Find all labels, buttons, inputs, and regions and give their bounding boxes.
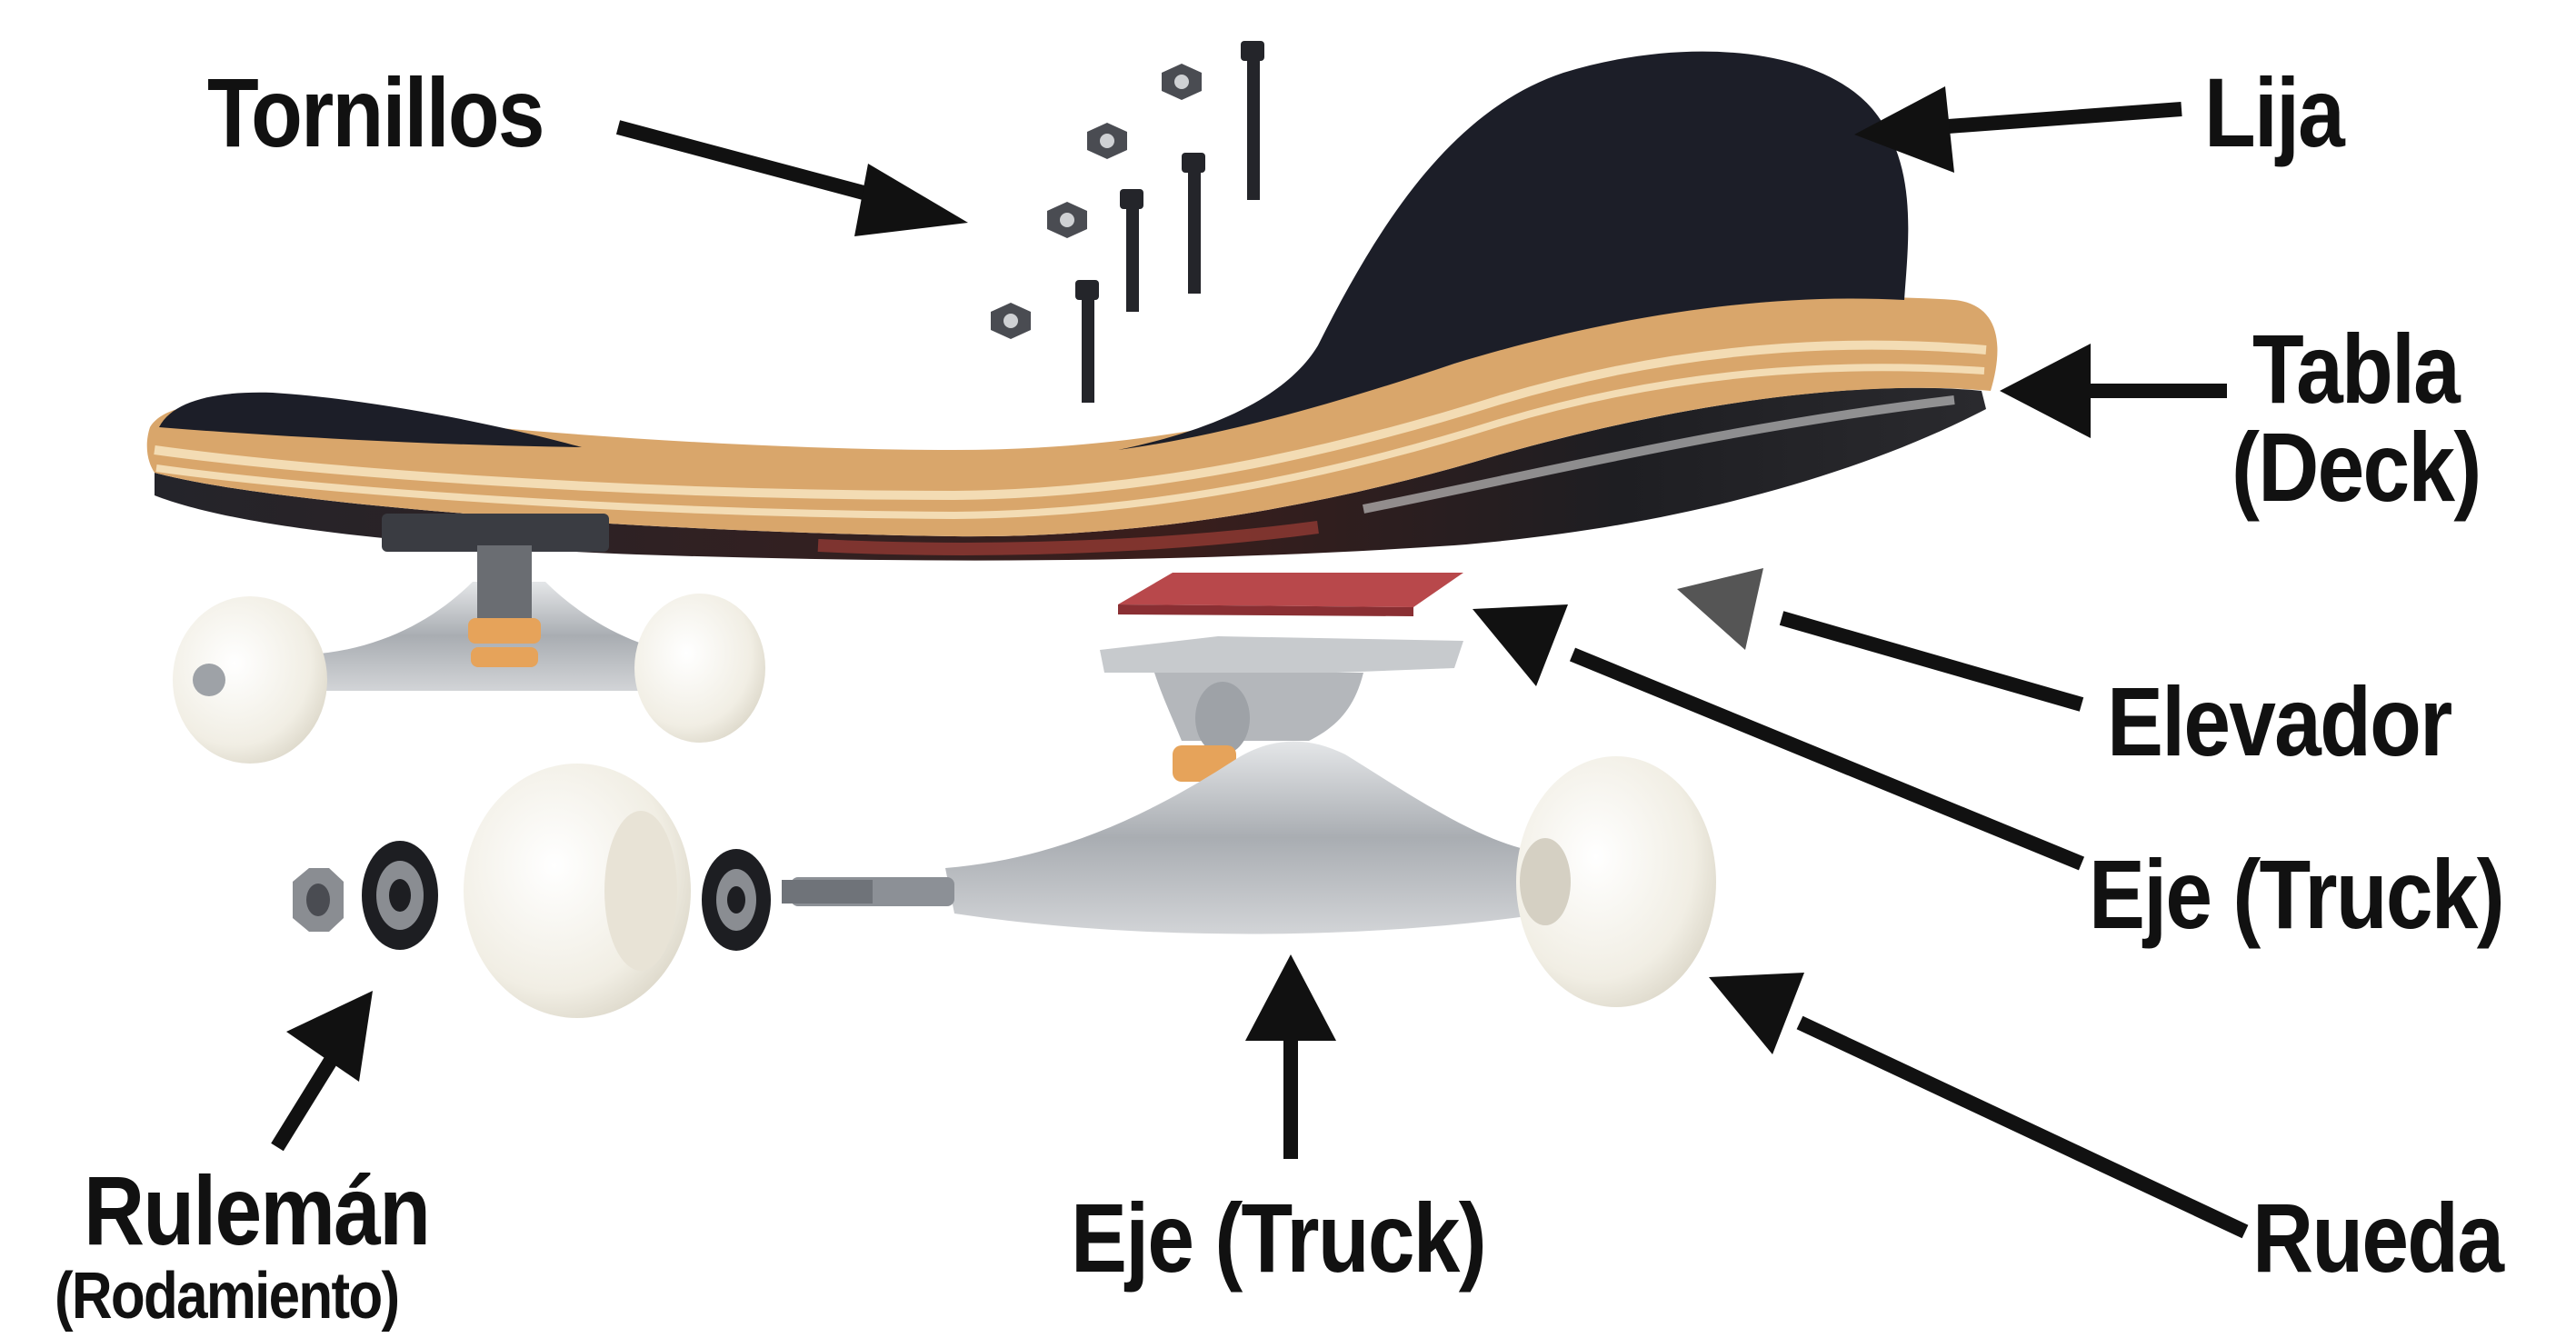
bolt xyxy=(1075,280,1099,403)
bolt xyxy=(1241,41,1264,200)
mounted-truck-baseplate xyxy=(382,514,609,552)
label-tabla: Tabla xyxy=(2252,314,2461,424)
deck xyxy=(146,51,1998,561)
truck-hanger xyxy=(945,741,1545,934)
truck-baseplate xyxy=(1100,636,1463,673)
bolt xyxy=(1182,153,1205,294)
truck-baseplate-body xyxy=(1154,673,1363,741)
mounted-truck xyxy=(173,514,765,764)
truck-wheel-hub xyxy=(1520,838,1571,925)
riser-pad xyxy=(1118,573,1463,607)
label-lija: Lija xyxy=(2204,57,2345,167)
label-rueda: Rueda xyxy=(2252,1183,2504,1293)
deck-wood-stripe-2 xyxy=(155,364,1985,520)
mounted-wheel-right xyxy=(634,594,765,743)
arrow-rueda xyxy=(1796,1015,2249,1239)
label-elevador: Elevador xyxy=(2107,666,2452,776)
truck-axle-thread xyxy=(782,880,873,904)
mounted-truck-bushing-2 xyxy=(471,647,538,667)
label-eje-truck-bottom: Eje (Truck) xyxy=(1071,1183,1487,1293)
arrow-elevador xyxy=(1779,611,2084,712)
label-deck: (Deck) xyxy=(2232,412,2481,522)
arrow-ruleman xyxy=(271,1054,338,1152)
exploded-truck xyxy=(782,636,1545,934)
mounted-truck-bushing xyxy=(468,618,541,644)
label-ruleman: Rulemán xyxy=(84,1155,431,1265)
griptape-tail xyxy=(159,392,582,447)
mounted-wheel-left xyxy=(173,596,327,764)
arrow-tornillos xyxy=(615,120,894,207)
mounted-truck-kingpin xyxy=(477,545,532,627)
arrow-eje-truck-right xyxy=(1569,647,2085,871)
arrow-lija xyxy=(1935,102,2182,135)
label-tornillos: Tornillos xyxy=(207,57,545,167)
screws-and-nuts xyxy=(991,41,1264,403)
deck-underside-swirl xyxy=(1363,395,1955,514)
deck-wood-ply xyxy=(146,297,1998,537)
bolt xyxy=(1120,189,1143,312)
truck-wheel xyxy=(1516,756,1716,1007)
deck-wood-stripe xyxy=(154,340,1987,501)
label-rodamiento: (Rodamiento) xyxy=(55,1260,400,1333)
griptape-peel xyxy=(1118,51,1909,450)
callout-arrows xyxy=(271,86,2249,1239)
deck-underside-graphic xyxy=(155,387,1986,561)
truck-pivot xyxy=(1195,682,1250,754)
bearing-stack xyxy=(293,764,771,1018)
label-eje-truck-right: Eje (Truck) xyxy=(2089,839,2505,949)
deck-underside-swirl-2 xyxy=(817,521,1319,555)
riser-pad-edge xyxy=(1118,604,1413,616)
